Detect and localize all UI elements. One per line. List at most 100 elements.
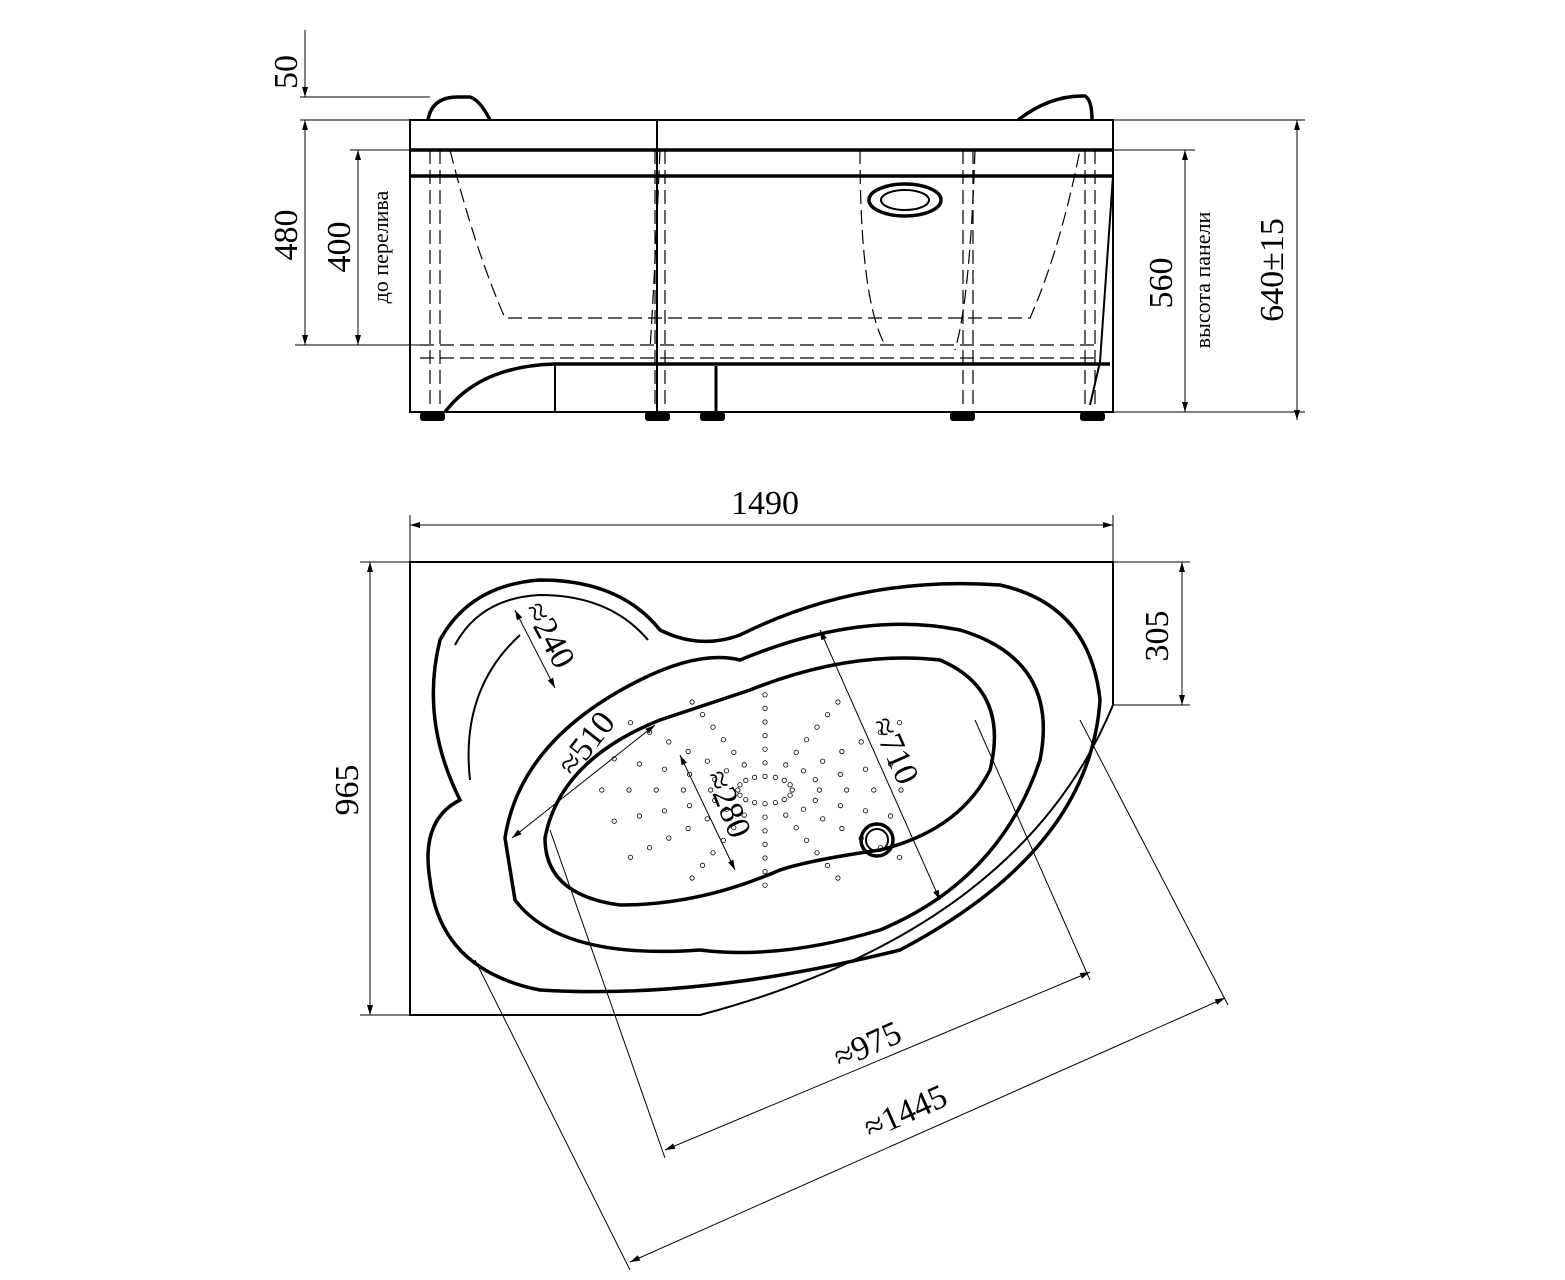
- jet-hole: [793, 825, 799, 831]
- dim-seat: ≈240: [517, 596, 582, 675]
- jet-hole: [762, 719, 768, 725]
- jet-hole: [704, 758, 710, 764]
- jet-hole: [680, 787, 687, 793]
- jet-hole: [666, 835, 672, 841]
- jet-hole: [839, 748, 845, 755]
- hidden-lines: [649, 149, 976, 351]
- jet-hole: [666, 739, 672, 745]
- jet-hole: [824, 862, 831, 869]
- jet-hole: [689, 875, 695, 881]
- jet-hole: [599, 787, 605, 793]
- jet-hole: [812, 797, 818, 804]
- jet-hole: [762, 746, 768, 752]
- jet-hole: [816, 787, 823, 793]
- jet-hole: [896, 854, 903, 860]
- jet-hole: [611, 818, 617, 824]
- dim-overflow: 400: [321, 222, 358, 273]
- jet-hole: [685, 748, 691, 755]
- bowl-step: [503, 622, 1046, 955]
- frame-hidden-lines: [420, 150, 1100, 410]
- jet-hole: [636, 761, 643, 767]
- dim-depth: 480: [268, 210, 305, 261]
- jet-hole: [824, 711, 831, 718]
- jet-hole: [789, 787, 795, 793]
- jet-hole: [839, 825, 845, 832]
- side-dimensions: [295, 30, 1305, 420]
- jet-hole: [762, 814, 768, 820]
- jet-hole: [735, 787, 741, 793]
- overflow-outer: [867, 182, 943, 218]
- jet-hole: [814, 724, 820, 730]
- seat-rim: [454, 593, 649, 646]
- jet-hole: [686, 802, 693, 809]
- side-view: 50 480 400 до перелива 560 высота панели…: [268, 30, 1305, 421]
- tub-outline: [409, 561, 1114, 1016]
- jet-hole: [787, 782, 793, 788]
- jet-hole: [835, 699, 841, 705]
- jet-hole: [783, 812, 789, 818]
- dim-panel: 560: [1143, 258, 1180, 309]
- jet-hole: [762, 841, 768, 848]
- jet-hole: [781, 777, 787, 784]
- plinth-curve: [443, 362, 556, 414]
- dim-diagonal: ≈1445: [859, 1078, 953, 1147]
- tub-body-outline: [409, 119, 1114, 413]
- jet-hole: [751, 774, 758, 781]
- jet-hole: [704, 816, 710, 822]
- jet-hole: [720, 737, 727, 743]
- jet-hole: [820, 816, 826, 822]
- panel-slant: [1089, 175, 1114, 406]
- jet-hole: [837, 802, 844, 809]
- jet-hole: [741, 762, 747, 768]
- jet-hole: [762, 705, 768, 712]
- jet-hole: [803, 737, 810, 743]
- jet-hole: [661, 766, 668, 772]
- jet-hole: [699, 862, 706, 869]
- jet-hole: [737, 782, 743, 788]
- jet-hole: [793, 749, 799, 755]
- jet-hole: [772, 799, 779, 806]
- jet-hole: [887, 813, 894, 819]
- label-overflow: до перелива: [368, 190, 393, 303]
- jet-hole: [737, 792, 743, 798]
- bowl-bottom: [543, 656, 997, 907]
- jet-hole: [787, 792, 793, 798]
- dim-narrow: ≈280: [698, 765, 758, 843]
- jet-hole: [731, 749, 737, 755]
- jet-hole: [803, 837, 810, 843]
- jet-hole: [627, 854, 634, 860]
- dim-bowl: ≈975: [828, 1014, 907, 1076]
- rim-outer: [426, 578, 1102, 994]
- jet-hole: [762, 800, 768, 807]
- jet-hole: [762, 732, 768, 739]
- top-view: 1490 965 305 ≈240 ≈510 ≈710 ≈280 ≈975 ≈1…: [329, 485, 1229, 1271]
- jet-hole: [743, 796, 749, 803]
- jet-hole: [762, 882, 768, 888]
- jet-hole: [835, 875, 841, 881]
- jet-hole: [653, 787, 659, 793]
- jet-hole: [762, 692, 768, 698]
- jet-hole: [814, 850, 820, 856]
- overflow-inner: [880, 189, 930, 211]
- label-panel: высота панели: [1190, 211, 1215, 348]
- dim-corner: 305: [1139, 611, 1176, 662]
- jet-hole: [800, 768, 807, 774]
- jet-hole: [743, 777, 749, 784]
- jet-hole: [800, 806, 807, 812]
- top-dimensions: [360, 515, 1229, 1271]
- jet-hole: [762, 760, 768, 766]
- jet-hole: [685, 825, 691, 832]
- jet-hole: [710, 724, 716, 730]
- feet: [420, 366, 1105, 421]
- jet-hole: [862, 808, 869, 814]
- jet-hole: [898, 787, 904, 793]
- jet-hole: [762, 855, 768, 861]
- jet-hole: [871, 787, 877, 793]
- jet-hole: [783, 762, 789, 768]
- bowl-hidden-line: [449, 149, 1081, 319]
- seat-inner: [467, 634, 521, 781]
- jet-hole: [626, 787, 632, 793]
- jet-hole: [741, 812, 747, 818]
- jet-hole: [661, 808, 668, 814]
